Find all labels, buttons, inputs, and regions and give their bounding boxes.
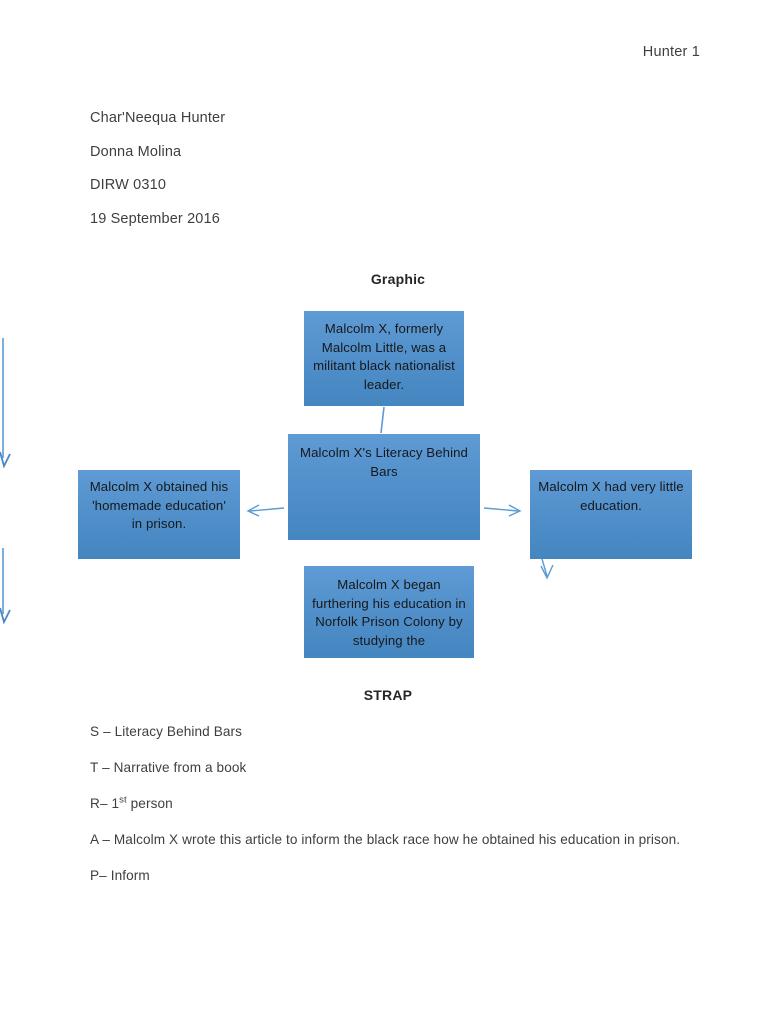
strap-item-s-dash: – [103,724,111,739]
strap-item-p-dash: – [99,868,107,883]
section-title-strap: STRAP [363,687,413,703]
strap-item-t-label: T [90,760,99,775]
concept-map-diagram: Malcolm X, formerly Malcolm Little, was … [0,300,768,680]
strap-item-a-text: Malcolm X wrote this article to inform t… [113,832,681,847]
heading-course: DIRW 0310 [90,177,167,193]
strap-item-r-label: R [90,796,100,811]
diagram-node-center-text: Malcolm X's Literacy Behind Bars [300,445,468,479]
strap-item-r-dash: – [99,796,108,811]
strap-item-r-ordinal: 1 [111,796,120,811]
diagram-node-left-text: Malcolm X obtained his 'homemade educati… [89,479,229,531]
strap-item-p-text: Inform [110,868,150,883]
diagram-node-center: Malcolm X's Literacy Behind Bars [288,434,480,540]
strap-item-t: T – Narrative from a book [90,758,690,777]
diagram-node-bottom-text: Malcolm X began furthering his education… [312,577,466,648]
diagram-node-left: Malcolm X obtained his 'homemade educati… [78,470,240,559]
diagram-node-right: Malcolm X had very little education. [530,470,692,559]
strap-item-p-label: P [90,868,100,883]
strap-item-s-text: Literacy Behind Bars [114,724,243,739]
heading-instructor: Donna Molina [90,143,182,160]
running-head: Hunter 1 [642,44,700,60]
strap-item-t-text: Narrative from a book [113,760,247,775]
strap-item-r-ordinal-suffix: st [119,794,127,806]
strap-item-s: S – Literacy Behind Bars [90,722,690,741]
strap-item-r: R– 1st person [90,794,690,813]
diagram-node-bottom: Malcolm X began furthering his education… [304,566,474,658]
strap-item-p: P– Inform [90,866,690,885]
strap-item-r-text: person [130,796,173,811]
strap-list: S – Literacy Behind Bars T – Narrative f… [90,722,690,902]
mla-heading-block: Char'Neequa Hunter Donna Molina DIRW 031… [90,110,570,244]
strap-item-s-label: S [90,724,100,739]
heading-author: Char'Neequa Hunter [90,110,226,126]
strap-item-a-label: A [90,832,99,847]
strap-item-a: A – Malcolm X wrote this article to info… [90,830,690,849]
diagram-node-top-text: Malcolm X, formerly Malcolm Little, was … [313,321,455,392]
section-title-graphic: Graphic [370,271,426,287]
strap-item-a-dash: – [102,832,110,847]
diagram-node-right-text: Malcolm X had very little education. [538,479,684,513]
diagram-node-top: Malcolm X, formerly Malcolm Little, was … [304,311,464,406]
strap-item-t-dash: – [102,760,110,775]
heading-date: 19 September 2016 [90,210,220,227]
